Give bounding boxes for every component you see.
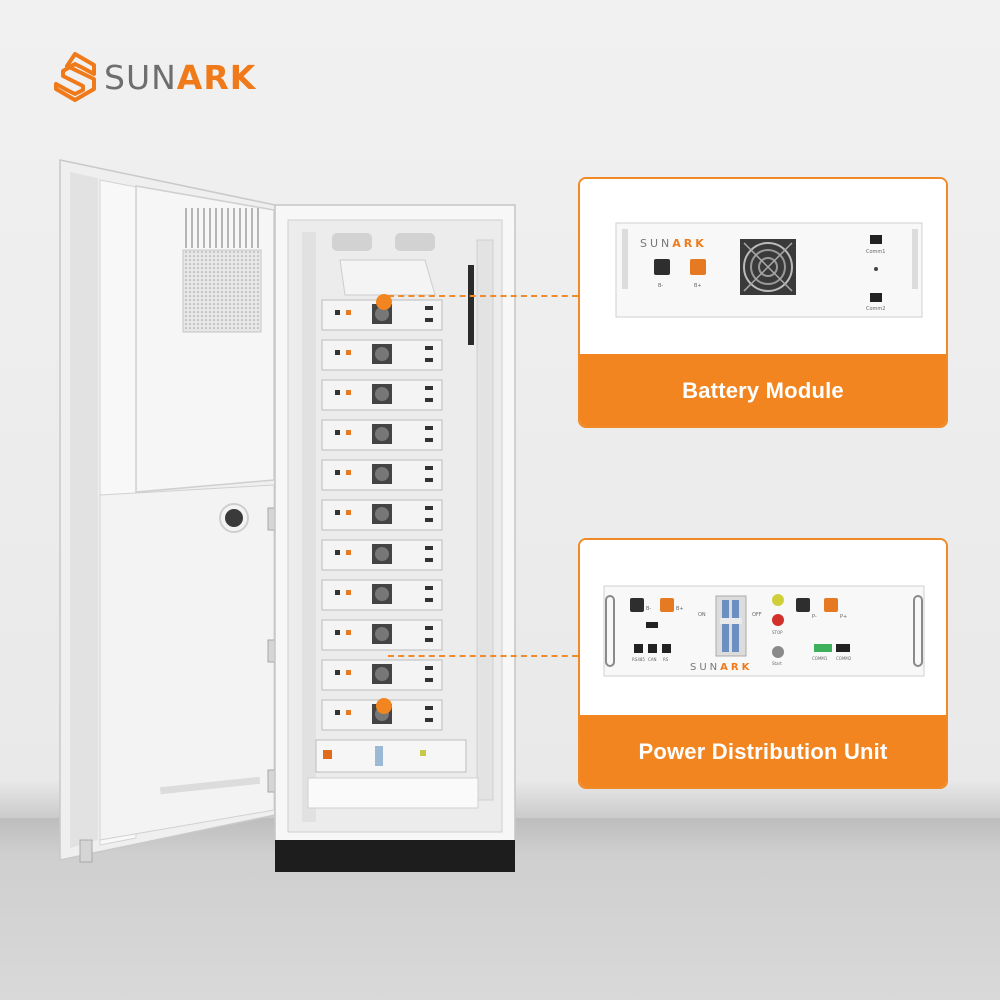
pdu-small-label-can: CAN: [648, 657, 657, 662]
pdu-marker: [376, 698, 392, 714]
pdu-panel-drawing: B- B+ RS485 CAN RS ON OFF STOP Start: [603, 585, 925, 677]
brand-name-part2: ARK: [176, 57, 257, 97]
breaker-switch-icon: [715, 595, 747, 657]
brand-logo: SUN ARK: [52, 52, 256, 102]
indicator-led-icon: [772, 594, 784, 606]
module-port-label-pos: B+: [694, 283, 702, 289]
pdu-p-negative-terminal-icon: [796, 598, 810, 612]
pdu-port-label-p-pos: P+: [840, 614, 847, 620]
pdu-card: B- B+ RS485 CAN RS ON OFF STOP Start: [578, 538, 948, 789]
pdu-small-label-rs485: RS485: [632, 657, 645, 662]
stop-button-icon: [772, 614, 784, 626]
module-comm-label-2: Comm2: [866, 306, 885, 312]
battery-module-image: SUNARK B- B+ Comm1 Comm2: [580, 179, 946, 354]
battery-module-marker: [376, 294, 392, 310]
sunark-logo-icon: [54, 52, 96, 102]
pdu-port-label-p-neg: P-: [812, 614, 817, 620]
battery-module-label: Battery Module: [580, 354, 946, 426]
pdu-start-label: Start: [772, 661, 782, 666]
pdu-connector: [388, 655, 578, 657]
module-brand-part1: SUN: [640, 237, 672, 250]
pdu-brand-part1: SUN: [690, 662, 720, 673]
brand-wordmark: SUN ARK: [104, 58, 256, 97]
battery-cabinet-illustration: [59, 159, 516, 872]
module-port-label-neg: B-: [658, 283, 663, 289]
negative-terminal-icon: [654, 259, 670, 275]
module-brand-part2: ARK: [672, 237, 707, 250]
pdu-port-label-b-pos: B+: [676, 606, 684, 612]
pdu-comm-label-1: COMM1: [812, 656, 828, 661]
fan-icon: [740, 239, 796, 295]
start-button-icon: [772, 646, 784, 658]
power-distribution-unit-image: B- B+ RS485 CAN RS ON OFF STOP Start: [580, 540, 946, 715]
green-terminal-block-icon: [814, 644, 832, 652]
battery-module-connector: [388, 295, 578, 297]
pdu-port-label-b-neg: B-: [646, 606, 651, 612]
brand-name-part1: SUN: [104, 57, 177, 97]
cabinet-door: [59, 159, 281, 863]
battery-module-panel-drawing: SUNARK B- B+ Comm1 Comm2: [615, 222, 923, 318]
pdu-switch-label-on: ON: [698, 612, 706, 618]
pdu-stop-label: STOP: [772, 630, 783, 635]
positive-terminal-icon: [690, 259, 706, 275]
pdu-switch-label-off: OFF: [752, 612, 762, 618]
pdu-comm-label-2: COMM2: [836, 656, 852, 661]
module-comm-label-1: Comm1: [866, 249, 885, 255]
battery-module-card: SUNARK B- B+ Comm1 Comm2 Battery Module: [578, 177, 948, 428]
pdu-negative-terminal-icon: [630, 598, 644, 612]
power-distribution-unit-label: Power Distribution Unit: [580, 715, 946, 787]
svg-text:SUNARK: SUNARK: [690, 662, 752, 673]
pdu-positive-terminal-icon: [660, 598, 674, 612]
pdu-small-label-rs: RS: [663, 657, 669, 662]
pdu-brand-part2: ARK: [720, 662, 752, 673]
pdu-slot: [307, 739, 479, 809]
pdu-p-positive-terminal-icon: [824, 598, 838, 612]
svg-text:SUNARK: SUNARK: [640, 237, 707, 250]
